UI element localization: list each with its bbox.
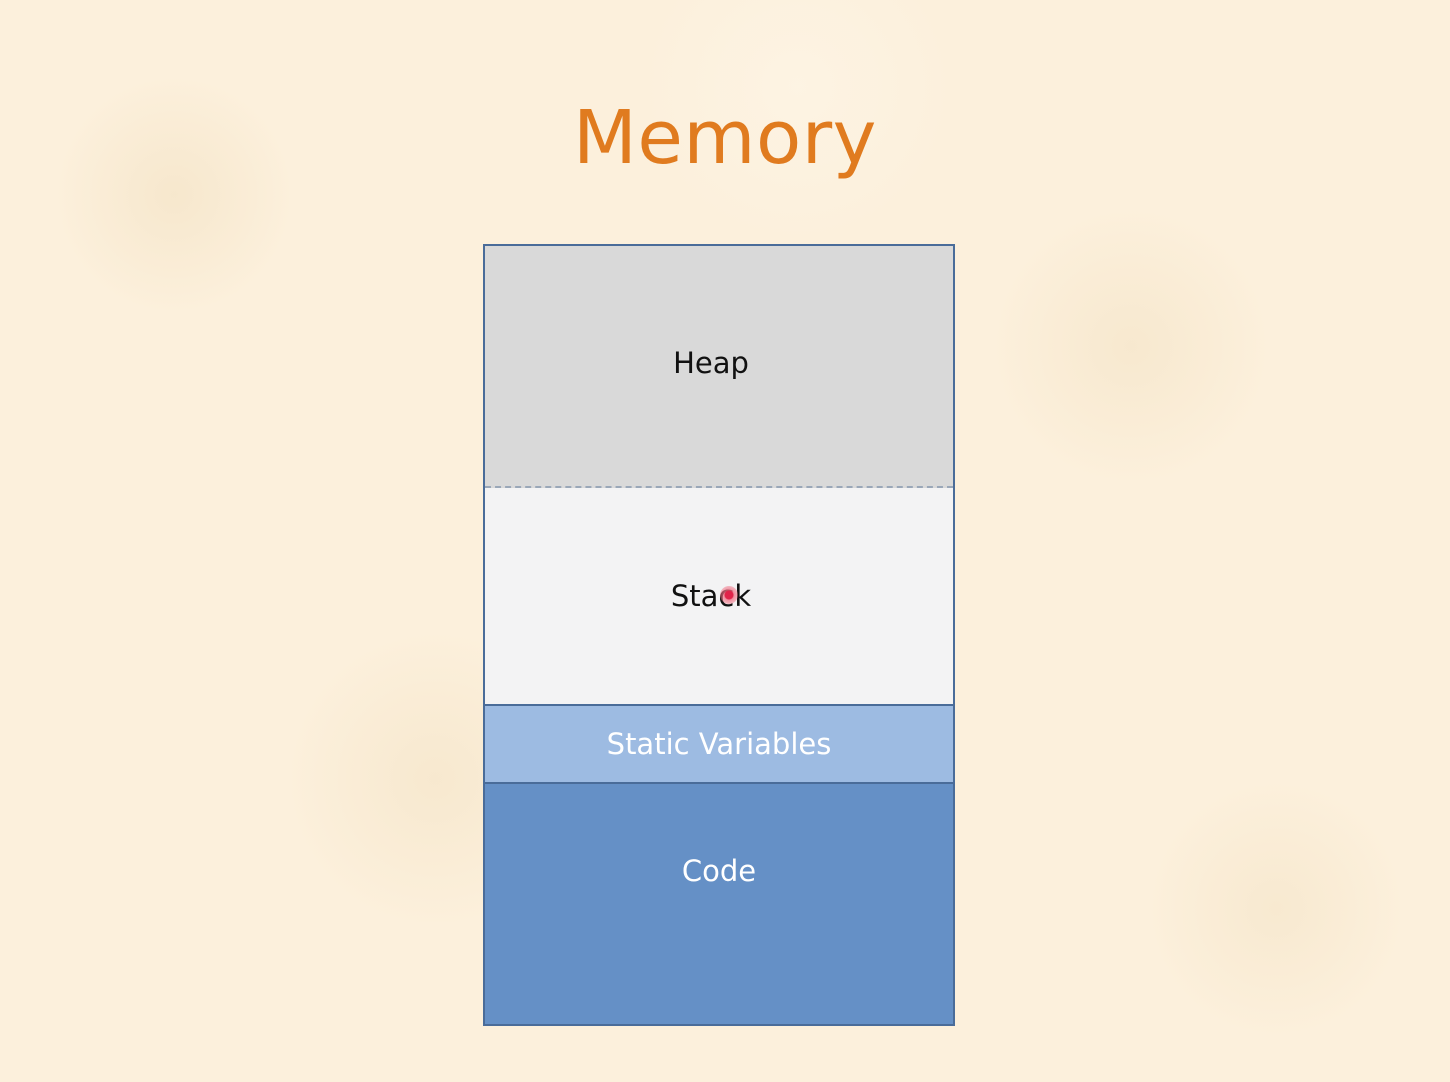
memory-layout-diagram: Heap Stack Static Variables Code (483, 244, 955, 1026)
code-label: Code (681, 854, 757, 888)
stack-label: Stack (670, 579, 752, 613)
heap-label: Heap (673, 346, 749, 380)
heap-segment: Heap (485, 246, 953, 488)
stack-segment: Stack (485, 488, 953, 704)
code-segment: Code (485, 784, 953, 1024)
slide-title: Memory (573, 95, 877, 181)
pointer-cursor-icon (720, 586, 738, 604)
static-variables-segment: Static Variables (485, 704, 953, 784)
static-variables-label: Static Variables (606, 727, 832, 761)
